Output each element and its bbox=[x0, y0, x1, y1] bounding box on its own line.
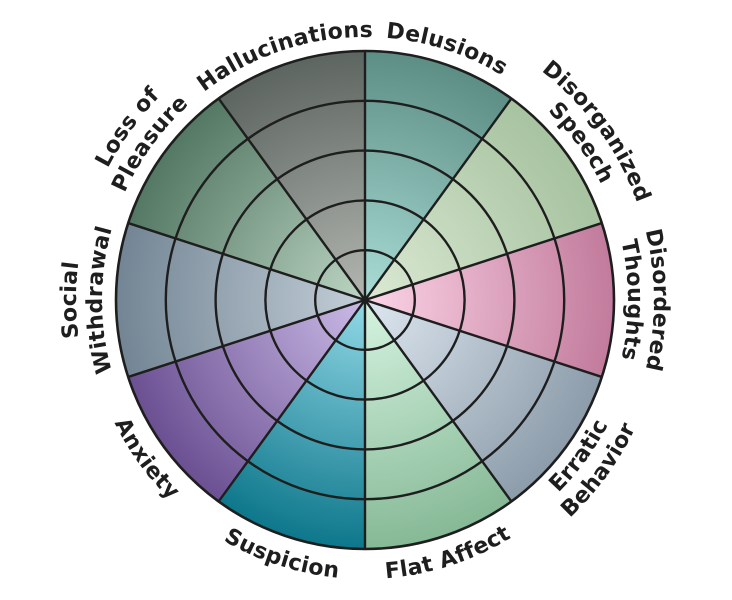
segment-erratic-behavior bbox=[365, 300, 602, 502]
segment-hallucinations bbox=[218, 51, 365, 300]
label-social-withdrawal-line-2: Withdrawal bbox=[83, 223, 118, 376]
spoke-divider bbox=[364, 221, 603, 302]
label-disordered-thoughts-line-2: Thoughts bbox=[616, 237, 648, 363]
center-hub bbox=[362, 297, 368, 303]
segment-flat-affect bbox=[365, 300, 512, 549]
spoke-divider bbox=[217, 299, 366, 503]
segment-loss-of-pleasure bbox=[128, 98, 365, 300]
segment-suspicion bbox=[218, 300, 365, 549]
segment-social-withdrawal bbox=[116, 223, 365, 377]
spoke-divider bbox=[217, 97, 366, 301]
spoke-divider bbox=[127, 221, 366, 302]
segment-delusions bbox=[365, 51, 512, 300]
label-social-withdrawal-line-1: Social bbox=[57, 260, 84, 340]
spoke-divider bbox=[364, 299, 513, 503]
spoke-divider bbox=[127, 298, 366, 379]
segment-disordered-thoughts bbox=[365, 223, 614, 377]
segment-disorganized-speech bbox=[365, 98, 602, 300]
spoke-divider bbox=[364, 97, 513, 301]
spoke-divider bbox=[364, 298, 603, 379]
segments-layer bbox=[116, 51, 614, 549]
segment-anxiety bbox=[128, 300, 365, 502]
spokes-layer bbox=[127, 51, 603, 549]
